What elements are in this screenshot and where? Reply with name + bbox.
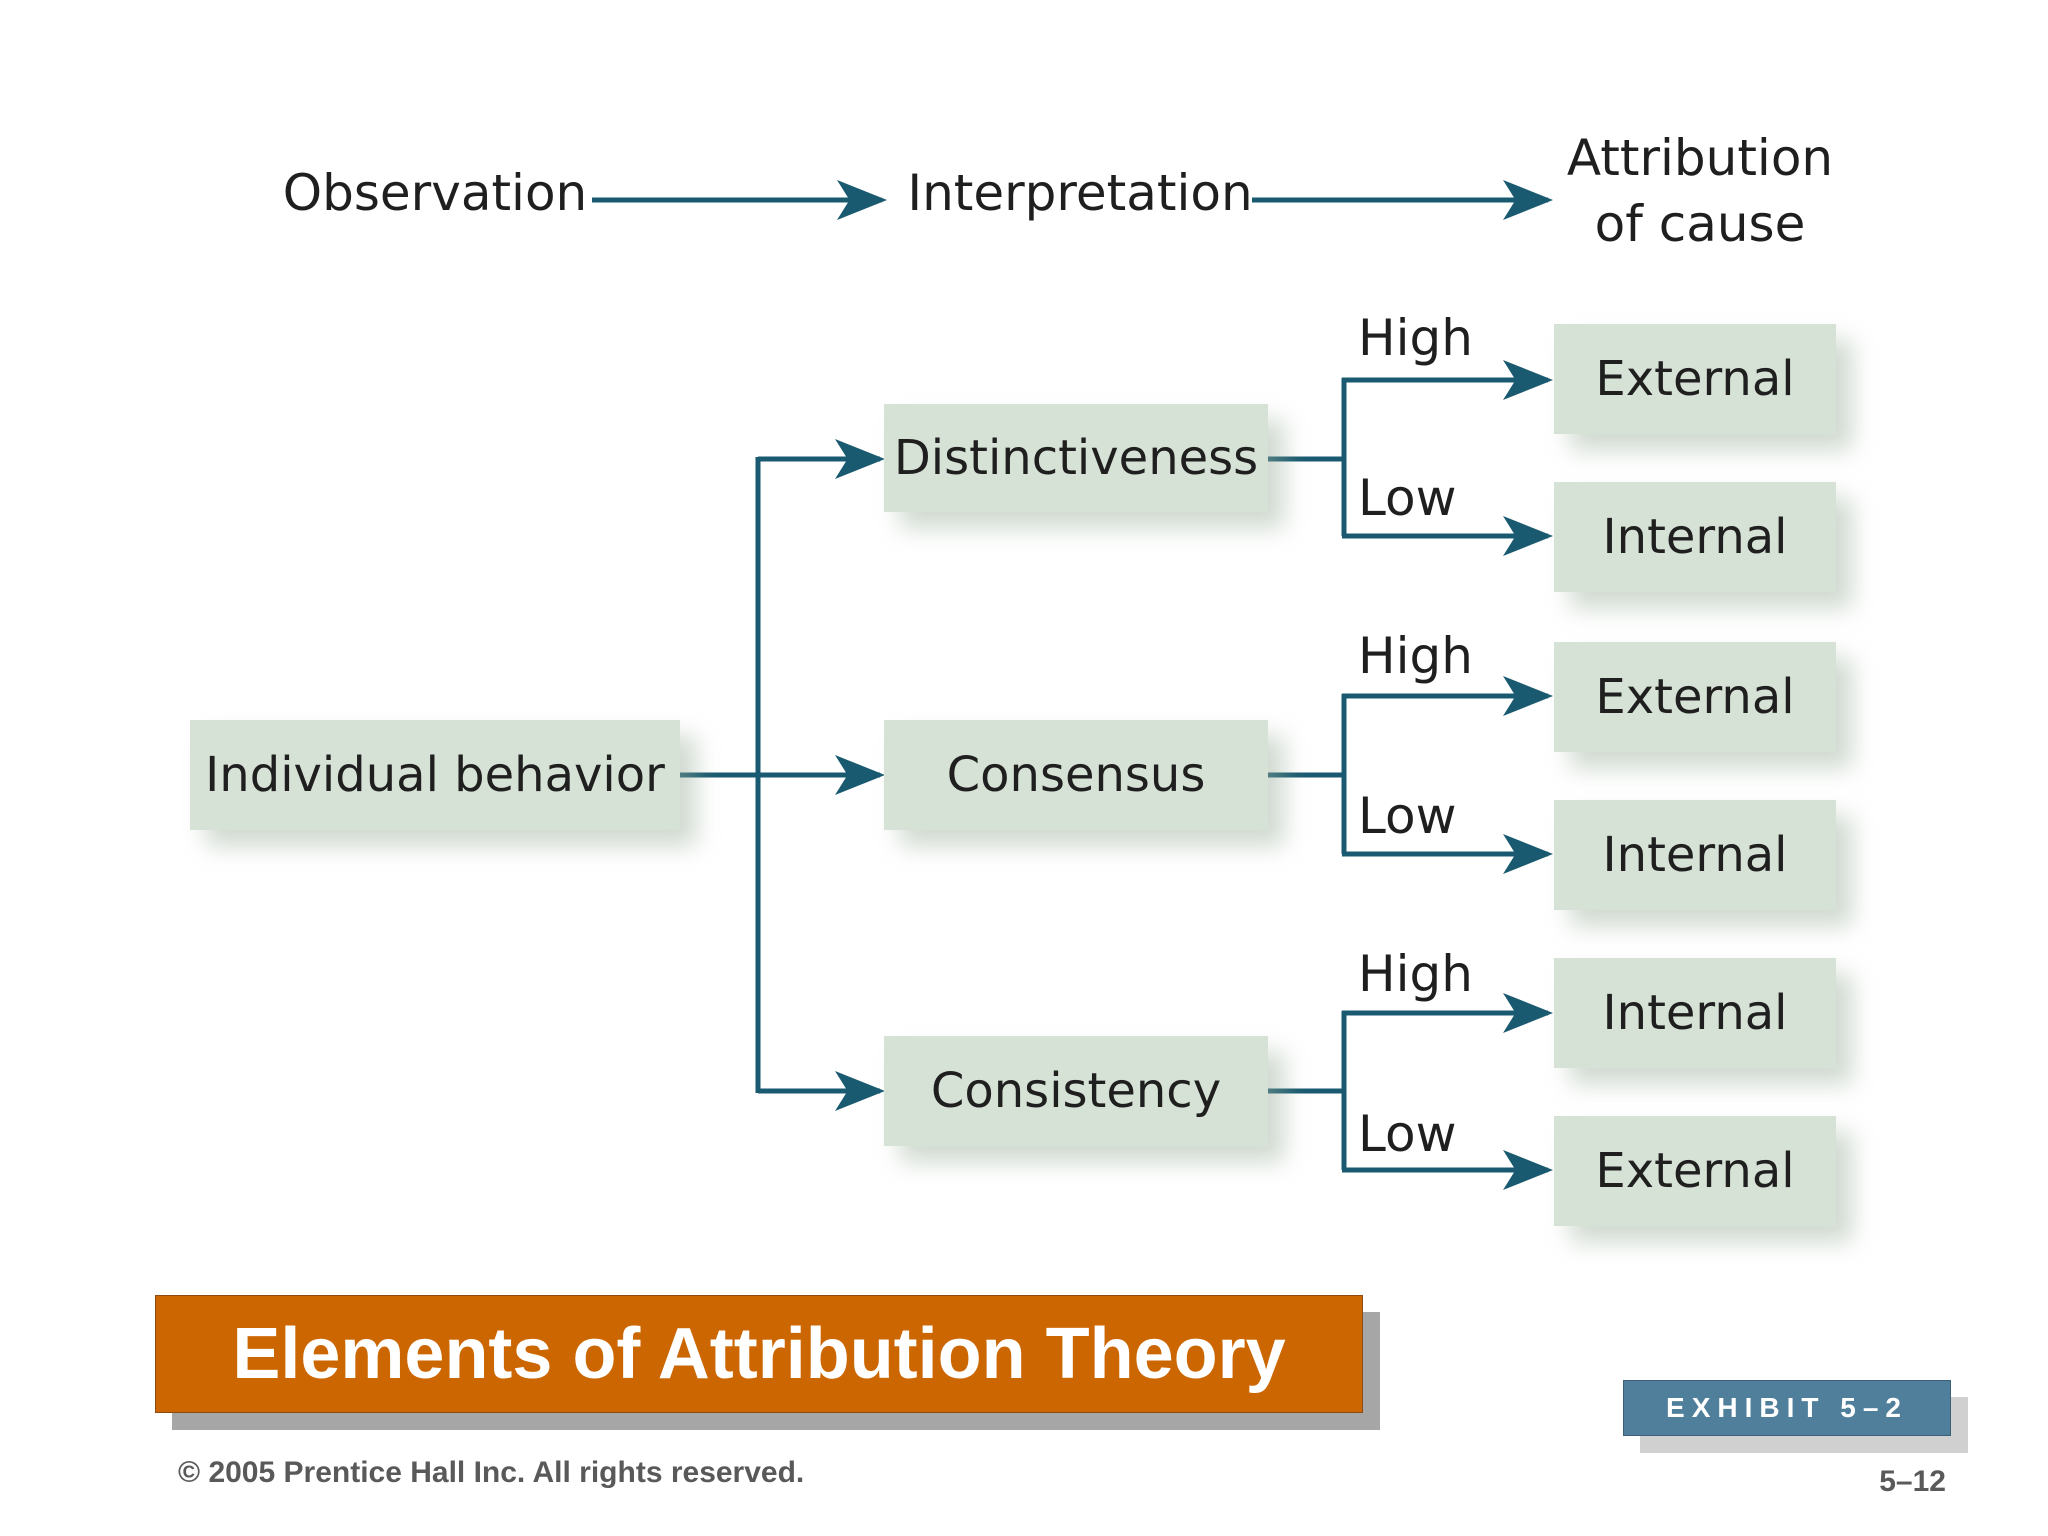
consistency-high-label: High xyxy=(1358,945,1473,1003)
consistency-low-result: External xyxy=(1554,1116,1836,1226)
consensus-high-result: External xyxy=(1554,642,1836,752)
consistency-high-result: Internal xyxy=(1554,958,1836,1068)
header-interpretation: Interpretation xyxy=(907,164,1253,222)
header-attribution-line2: of cause xyxy=(1594,195,1806,253)
exhibit-badge: EXHIBIT 5–2 xyxy=(1623,1380,1951,1436)
page-number: 5–12 xyxy=(1879,1465,1946,1498)
copyright-notice: © 2005 Prentice Hall Inc. All rights res… xyxy=(178,1456,805,1489)
consensus-high-label: High xyxy=(1358,627,1473,685)
consistency-box: Consistency xyxy=(884,1036,1268,1146)
consensus-low-result: Internal xyxy=(1554,800,1836,910)
distinctiveness-low-result: Internal xyxy=(1554,482,1836,592)
distinctiveness-high-label: High xyxy=(1358,309,1473,367)
consistency-low-label: Low xyxy=(1358,1105,1457,1163)
consensus-low-label: Low xyxy=(1358,787,1457,845)
header-observation: Observation xyxy=(282,164,588,222)
individual-behavior-box: Individual behavior xyxy=(190,720,680,830)
header-attribution-line1: Attribution xyxy=(1566,129,1834,187)
header-attribution: Attribution of cause xyxy=(1540,125,1860,257)
distinctiveness-low-label: Low xyxy=(1358,469,1457,527)
distinctiveness-high-result: External xyxy=(1554,324,1836,434)
slide-title: Elements of Attribution Theory xyxy=(155,1295,1363,1413)
distinctiveness-box: Distinctiveness xyxy=(884,404,1268,512)
consensus-box: Consensus xyxy=(884,720,1268,830)
